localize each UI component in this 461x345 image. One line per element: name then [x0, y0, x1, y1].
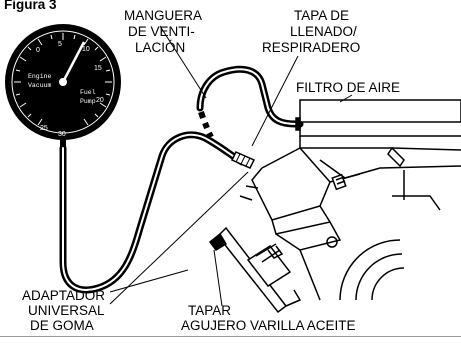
label-hose-line2: DE VENTI- — [128, 24, 195, 39]
gauge-tick-10: 10 — [82, 46, 90, 53]
gauge-stem — [60, 139, 66, 149]
vent-hose-dash-2 — [202, 121, 210, 130]
leader-hose — [159, 25, 207, 99]
label-cap-line1: TAPA DE — [294, 8, 349, 23]
vent-hose — [196, 65, 304, 139]
gauge-tick-15: 15 — [94, 65, 102, 72]
leader-adapter-a — [109, 269, 189, 293]
gauge-label-engine: Engine — [28, 73, 52, 80]
label-adapter-line1: ADAPTADOR — [22, 288, 105, 303]
housing-bolt — [326, 236, 338, 248]
gauge-needle-hub — [59, 78, 67, 86]
gauge-label-vacuum: Vacuum — [28, 82, 52, 89]
gauge-dial-ring — [11, 30, 115, 134]
gauge-tick-marks — [14, 33, 112, 126]
leader-plug — [213, 249, 223, 307]
gauge-tick-30: 30 — [58, 131, 66, 138]
vacuum-gauge: 0 5 10 15 20 25 30 Engine Vacuum Fuel Pu… — [5, 24, 121, 149]
figure-title: Figura 3 — [4, 0, 57, 12]
gauge-needle — [61, 41, 86, 83]
label-adapter-line3: DE GOMA — [30, 318, 94, 333]
leader-lines — [109, 25, 353, 307]
gauge-tick-5: 5 — [58, 41, 62, 48]
air-filter-housing — [299, 99, 461, 123]
label-air-filter: FILTRO DE AIRE — [296, 80, 400, 95]
vent-hose-dash-1 — [198, 111, 206, 119]
gauge-tick-20: 20 — [96, 97, 104, 104]
gauge-hose — [59, 131, 246, 294]
rubber-adapter — [230, 151, 256, 169]
dipstick-plug — [208, 232, 228, 251]
gauge-tick-0: 0 — [36, 47, 40, 54]
gauge-label-fuel: Fuel — [80, 89, 96, 96]
label-plug-line1: TAPAR — [188, 303, 231, 318]
dipstick-tube — [208, 226, 302, 314]
label-hose-line3: LACIÓN — [135, 40, 185, 55]
label-cap-line2: LLENADO/ — [290, 24, 357, 39]
engine-outline — [239, 99, 461, 251]
leader-adapter-b — [109, 171, 249, 305]
vent-hose-dash-3 — [206, 131, 214, 139]
label-hose-line1: MANGUERA — [124, 8, 202, 23]
gauge-tick-25: 25 — [40, 125, 48, 132]
leader-filter — [339, 94, 353, 103]
page-bottom-rule — [0, 336, 461, 337]
gauge-label-pump: Pump — [80, 98, 96, 105]
label-cap-line3: RESPIRADERO — [262, 40, 360, 55]
label-adapter-line2: UNIVERSAL — [28, 303, 105, 318]
label-plug-line2: AGUJERO VARILLA ACEITE — [181, 318, 356, 333]
leader-cap — [251, 55, 299, 147]
flywheel-housing — [299, 170, 441, 301]
